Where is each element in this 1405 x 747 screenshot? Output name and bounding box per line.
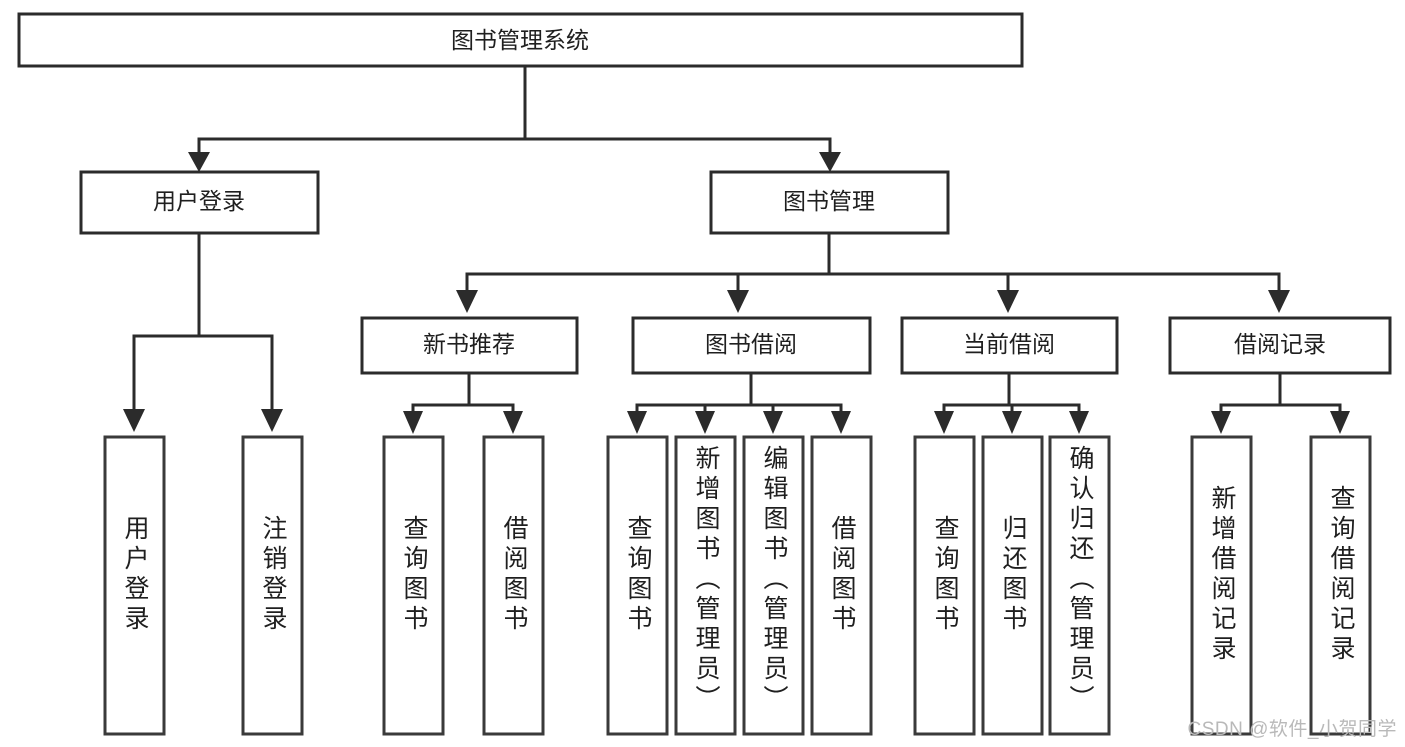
node-leaf-query-record-box[interactable]: [1309, 435, 1372, 736]
arrowhead-leaf-return-book: [1002, 411, 1022, 434]
node-book-borrow[interactable]: 图书借阅: [631, 316, 872, 375]
arrowhead-leaf-add-record: [1211, 411, 1231, 434]
arrowhead-leaf-query-record: [1330, 411, 1350, 434]
arrowhead-leaf-logout: [261, 409, 283, 432]
node-leaf-edit-book-box[interactable]: [742, 435, 805, 736]
node-leaf-logout-box[interactable]: [241, 435, 304, 736]
node-root[interactable]: 图书管理系统: [17, 12, 1024, 68]
node-leaf-borrow-book-1-box[interactable]: [482, 435, 545, 736]
node-book-management[interactable]: 图书管理: [709, 170, 950, 235]
node-book-management-label: 图书管理: [783, 188, 875, 214]
arrowhead-leaf-borrow-book-1: [503, 411, 523, 434]
node-borrow-record[interactable]: 借阅记录: [1168, 316, 1392, 375]
arrowhead-book-borrow: [727, 290, 749, 313]
node-book-management-box: [709, 170, 950, 235]
node-leaf-query-book-2-box[interactable]: [606, 435, 669, 736]
arrowhead-leaf-borrow-book-2: [831, 411, 851, 434]
node-leaf-borrow-book-2-box[interactable]: [810, 435, 873, 736]
arrowhead-book-management: [819, 152, 841, 172]
arrowhead-new-book-recommend: [456, 290, 478, 313]
node-leaf-query-book-1-box[interactable]: [382, 435, 445, 736]
node-user-login-label: 用户登录: [153, 188, 245, 214]
node-current-borrow-label: 当前借阅: [963, 331, 1055, 357]
arrowhead-current-borrow: [997, 290, 1019, 313]
node-leaf-confirm-return-box[interactable]: [1048, 435, 1111, 736]
node-root-label: 图书管理系统: [451, 27, 589, 53]
node-new-book-recommend-label: 新书推荐: [423, 331, 515, 357]
arrowhead-leaf-confirm-return: [1069, 411, 1089, 434]
node-leaf-query-book-3-box[interactable]: [913, 435, 976, 736]
csdn-watermark: CSDN @软件_小贺同学: [1187, 719, 1397, 740]
arrowhead-leaf-query-book-1: [403, 411, 423, 434]
node-new-book-recommend[interactable]: 新书推荐: [360, 316, 579, 375]
arrowhead-leaf-query-book-2: [627, 411, 647, 434]
node-new-book-recommend-box: [360, 316, 579, 375]
node-borrow-record-box: [1168, 316, 1392, 375]
node-leaf-add-book-box[interactable]: [674, 435, 737, 736]
arrowhead-leaf-query-book-3: [934, 411, 954, 434]
node-leaf-add-record-box[interactable]: [1190, 435, 1253, 736]
node-root-box: [17, 12, 1024, 68]
node-current-borrow[interactable]: 当前借阅: [900, 316, 1119, 375]
node-borrow-record-label: 借阅记录: [1234, 331, 1326, 357]
node-book-borrow-label: 图书借阅: [705, 331, 797, 357]
arrowhead-borrow-record: [1268, 290, 1290, 313]
node-user-login[interactable]: 用户登录: [79, 170, 320, 235]
arrowhead-user-login: [188, 152, 210, 172]
node-current-borrow-box: [900, 316, 1119, 375]
arrowhead-leaf-user-login: [123, 409, 145, 432]
node-leaf-return-book-box[interactable]: [981, 435, 1044, 736]
node-leaf-user-login-box[interactable]: [103, 435, 166, 736]
node-book-borrow-box: [631, 316, 872, 375]
arrowhead-leaf-add-book: [695, 411, 715, 434]
arrowhead-leaf-edit-book: [763, 411, 783, 434]
